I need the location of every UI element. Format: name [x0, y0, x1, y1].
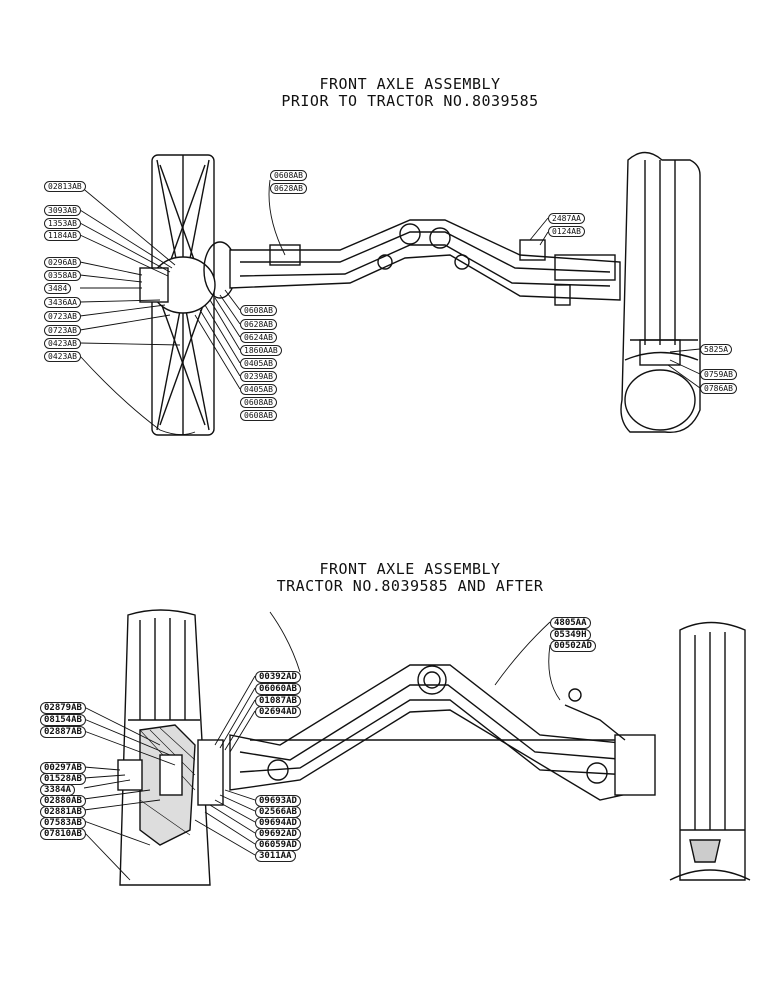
- part-callout: 5825A: [700, 344, 733, 355]
- bottom-left-wheel: [117, 609, 224, 886]
- part-callout: 0281ЗАВ: [44, 181, 86, 192]
- part-callout: 1353AB: [44, 218, 81, 229]
- part-callout: 3011AA: [255, 850, 296, 862]
- part-callout: 02879AB: [40, 702, 86, 714]
- bottom-title-line2: TRACTOR NO.8039585 AND AFTER: [276, 577, 544, 595]
- part-callout: 0358AB: [44, 270, 81, 281]
- top-leader-lines: [79, 179, 701, 435]
- top-left-wheel: [139, 154, 237, 436]
- bottom-right-wheel: [669, 621, 751, 881]
- part-callout: 08154AB: [40, 714, 86, 726]
- part-callout: 0723AB: [44, 325, 81, 336]
- part-callout: 06060AB: [255, 683, 301, 695]
- part-callout: 0124AB: [548, 226, 585, 237]
- part-callout: 0608AB: [270, 170, 307, 181]
- top-right-wheel: [620, 151, 701, 434]
- part-callout: 0628AB: [240, 319, 277, 330]
- part-callout: 0423AB: [44, 338, 81, 349]
- part-callout: 02694AD: [255, 706, 301, 718]
- top-title-line1: FRONT AXLE ASSEMBLY: [319, 75, 501, 93]
- part-callout: 00502AD: [550, 640, 596, 652]
- part-callout: 1184AB: [44, 230, 81, 241]
- part-callout: 0405AB: [240, 358, 277, 369]
- part-callout: 0628AB: [270, 183, 307, 194]
- part-callout: 0239AB: [240, 371, 277, 382]
- part-callout: 0405AB: [240, 384, 277, 395]
- top-diagram-title: FRONT AXLE ASSEMBLY PRIOR TO TRACTOR NO.…: [200, 76, 620, 110]
- part-callout: 1860AAB: [240, 345, 282, 356]
- part-callout: 0608AB: [240, 410, 277, 421]
- part-callout: 02887AB: [40, 726, 86, 738]
- bottom-axle-beam: [229, 664, 656, 801]
- bottom-title-line1: FRONT AXLE ASSEMBLY: [319, 560, 501, 578]
- part-callout: 0624AB: [240, 332, 277, 343]
- part-callout: 2487AA: [548, 213, 585, 224]
- part-callout: 3436AA: [44, 297, 81, 308]
- part-callout: 00392AD: [255, 671, 301, 683]
- bottom-leader-lines: [83, 611, 561, 881]
- part-callout: 0608AB: [240, 397, 277, 408]
- part-callout: 0296AB: [44, 257, 81, 268]
- part-callout: 0608AB: [240, 305, 277, 316]
- bottom-diagram-title: FRONT AXLE ASSEMBLY TRACTOR NO.8039585 A…: [200, 561, 620, 595]
- part-callout: 3484: [44, 283, 72, 294]
- part-callout: 3093AB: [44, 205, 81, 216]
- part-callout: 0723AB: [44, 311, 81, 322]
- part-callout: 07810AB: [40, 828, 86, 840]
- part-callout: 0759AB: [700, 369, 737, 380]
- part-callout: 0423AB: [44, 351, 81, 362]
- part-callout: 0786AB: [700, 383, 737, 394]
- top-title-line2: PRIOR TO TRACTOR NO.8039585: [281, 92, 539, 110]
- part-callout: 4805AA: [550, 617, 591, 629]
- top-axle-beam: [229, 219, 621, 306]
